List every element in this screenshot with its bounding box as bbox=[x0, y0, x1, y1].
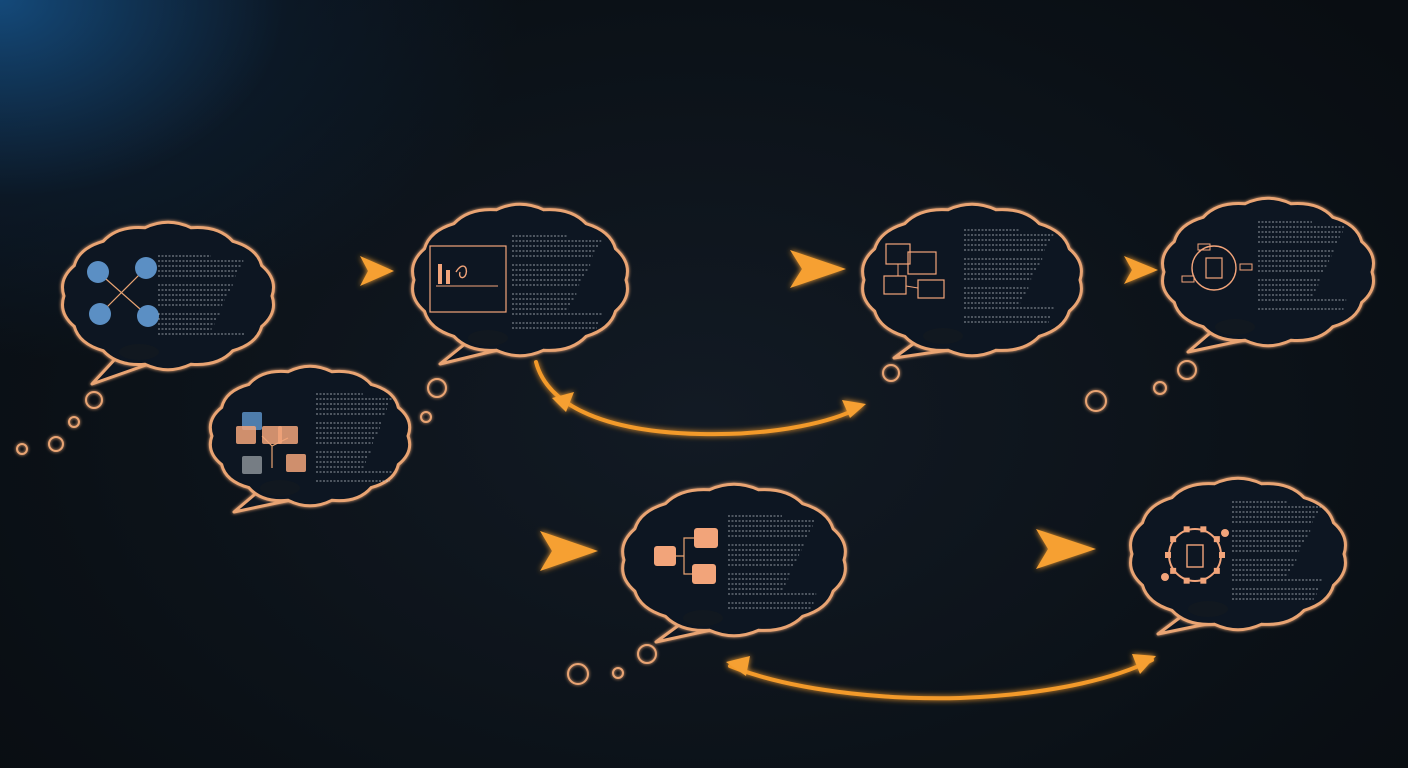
bubble-seam bbox=[923, 328, 963, 344]
bubble-seam bbox=[1188, 601, 1228, 617]
bubble-seam bbox=[1215, 319, 1255, 335]
text-lines bbox=[316, 393, 393, 482]
network-nodes-icon bbox=[87, 257, 159, 327]
arrow-1-2 bbox=[287, 256, 394, 286]
bubble-outline bbox=[61, 220, 275, 372]
bubble-2 bbox=[411, 202, 629, 366]
arrow-5-7 bbox=[905, 529, 1096, 569]
bubbles bbox=[61, 196, 1375, 644]
text-lines bbox=[512, 235, 603, 329]
bubble-seam bbox=[683, 610, 723, 626]
bubble-3 bbox=[208, 364, 412, 514]
text-lines bbox=[158, 255, 245, 335]
arrow-4-6 bbox=[1091, 256, 1158, 284]
node-grid-icon bbox=[236, 412, 306, 474]
bubble-outline bbox=[1161, 196, 1375, 348]
gear-circuit-icon bbox=[1161, 526, 1229, 584]
text-lines bbox=[1258, 221, 1347, 310]
bubble-outline bbox=[861, 202, 1083, 358]
bubble-6 bbox=[1161, 196, 1375, 354]
document-chart-icon bbox=[429, 245, 507, 313]
connections bbox=[287, 250, 1158, 701]
bubble-4 bbox=[861, 202, 1083, 360]
loop-4-2 bbox=[534, 360, 866, 437]
hub-cog-icon bbox=[1181, 243, 1253, 291]
bubble-7 bbox=[1129, 476, 1347, 636]
arrow-2-4 bbox=[645, 250, 846, 288]
bubble-outline bbox=[1129, 476, 1347, 632]
flow-steps-icon bbox=[654, 528, 718, 584]
bubble-outline bbox=[621, 482, 847, 638]
text-lines bbox=[964, 229, 1055, 323]
text-lines bbox=[728, 515, 817, 609]
bubble-seam bbox=[119, 344, 159, 360]
thought-dots bbox=[16, 360, 1197, 685]
loop-7-5 bbox=[726, 654, 1156, 701]
arrow-3-5 bbox=[393, 531, 598, 571]
flowchart-boxes-icon bbox=[883, 243, 945, 299]
bubble-5 bbox=[621, 482, 847, 644]
text-lines bbox=[1232, 501, 1323, 600]
bubble-seam bbox=[468, 330, 508, 346]
bubble-1 bbox=[61, 220, 275, 386]
bubble-seam bbox=[260, 480, 300, 496]
